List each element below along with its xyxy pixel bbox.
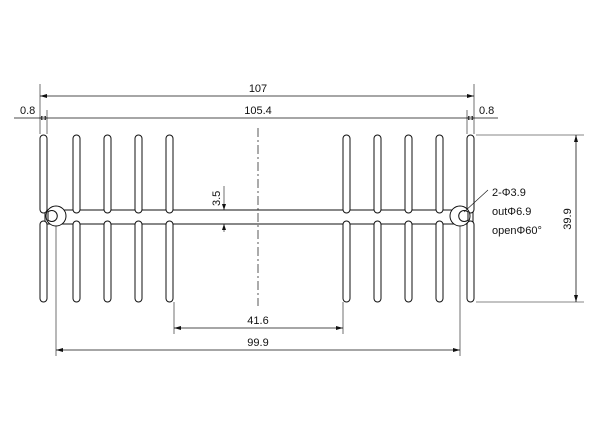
dim-hole-pitch: 99.9 — [55, 226, 461, 356]
hole-note-line3: openΦ60° — [492, 225, 542, 237]
heatsink-profile — [39, 128, 475, 306]
fin-lower — [373, 220, 382, 303]
fin-upper — [404, 134, 413, 214]
hole-note-line2: outΦ6.9 — [492, 206, 531, 218]
fin-lower — [342, 220, 351, 303]
hole-note-line1: 2-Φ3.9 — [492, 187, 526, 199]
fin-lower — [466, 220, 475, 303]
dim-label-edge-right: 0.8 — [479, 105, 494, 117]
fin-upper — [466, 134, 475, 214]
fin-lower — [165, 220, 174, 303]
lower-fins — [39, 220, 475, 303]
fin-upper — [435, 134, 444, 214]
screw-hole-left — [47, 210, 58, 222]
dim-label-height: 39.9 — [562, 208, 574, 229]
fin-upper — [103, 134, 112, 214]
fin-lower — [39, 220, 48, 303]
base-plate — [44, 209, 474, 225]
dim-label-center-gap: 41.6 — [247, 315, 268, 327]
fin-lower — [103, 220, 112, 303]
fin-upper — [134, 134, 143, 214]
dim-inner-width: 105.4 0.8 0.8 — [14, 105, 498, 134]
dim-label-inner-width: 105.4 — [244, 105, 272, 117]
dim-label-edge-left: 0.8 — [20, 105, 35, 117]
fin-lower — [72, 220, 81, 303]
fin-lower — [404, 220, 413, 303]
dim-label-overall-width: 107 — [249, 83, 267, 95]
fin-upper — [39, 134, 48, 214]
dim-label-base-thickness: 3.5 — [211, 191, 223, 206]
screw-boss-left — [45, 205, 67, 227]
upper-fins — [39, 134, 475, 214]
dim-label-hole-pitch: 99.9 — [247, 337, 268, 349]
fin-upper — [72, 134, 81, 214]
dim-height: 39.9 — [476, 134, 584, 303]
fin-upper — [342, 134, 351, 214]
dim-center-gap: 41.6 — [173, 302, 344, 334]
fin-lower — [134, 220, 143, 303]
fin-lower — [435, 220, 444, 303]
fin-upper — [165, 134, 174, 214]
fin-upper — [373, 134, 382, 214]
hole-note: 2-Φ3.9 outΦ6.9 openΦ60° — [463, 187, 542, 237]
dim-overall-width: 107 — [39, 83, 475, 134]
dim-base-thickness: 3.5 — [211, 186, 226, 232]
screw-hole-right — [458, 210, 469, 222]
